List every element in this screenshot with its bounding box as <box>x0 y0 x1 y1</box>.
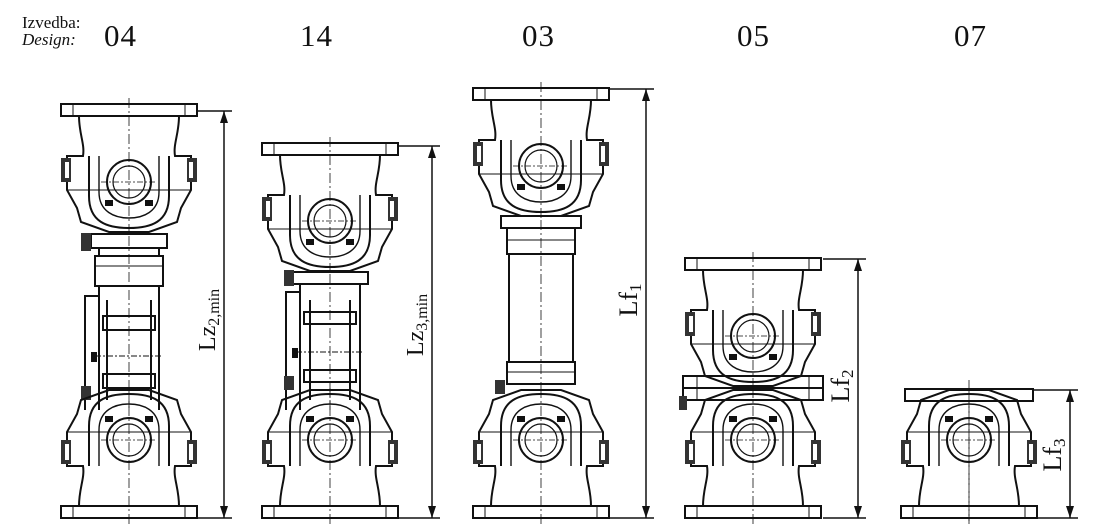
drawing-design-07 <box>901 380 1037 524</box>
drawing-design-03 <box>472 81 610 524</box>
design-code-14: 14 <box>300 18 333 53</box>
design-label-local: Izvedba: <box>22 13 81 32</box>
design-header: Izvedba: Design: 04 14 03 05 07 <box>0 0 1106 70</box>
dim-label-03: Lf1 <box>614 283 645 316</box>
design-code-03: 03 <box>522 18 555 53</box>
design-code-04: 04 <box>104 18 137 53</box>
drawing-design-05 <box>679 251 824 524</box>
design-label-english: Design: <box>22 30 76 49</box>
design-label: Izvedba: Design: <box>22 14 81 48</box>
design-code-07: 07 <box>954 18 987 53</box>
dim-label-04: Lz2,min <box>195 289 223 351</box>
design-code-05: 05 <box>737 18 770 53</box>
dim-label-14: Lz3,min <box>403 294 431 356</box>
drawing-design-14 <box>261 136 399 524</box>
dim-label-05: Lf2 <box>826 369 857 402</box>
dim-label-07: Lf3 <box>1038 438 1069 471</box>
drawing-design-04 <box>60 97 198 524</box>
